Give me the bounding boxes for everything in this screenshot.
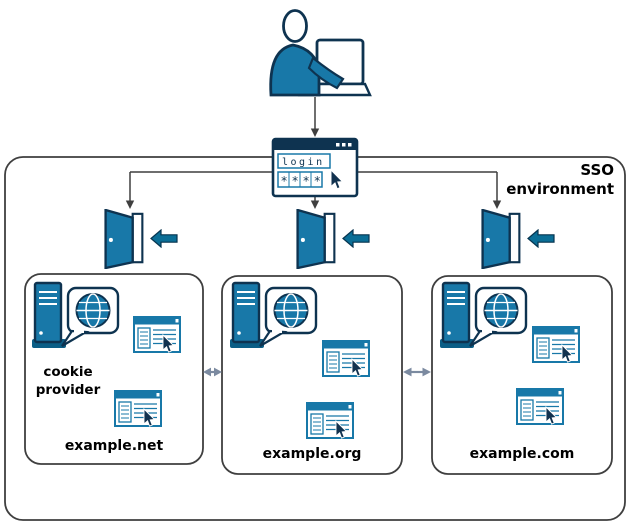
window-button-icon	[342, 143, 346, 147]
browser-window-icon	[133, 316, 181, 354]
login-field[interactable]	[277, 153, 331, 169]
arrowhead-to-login	[310, 128, 320, 137]
link-arrows	[203, 367, 431, 377]
login-field-text: login	[282, 157, 325, 168]
link-arrow-icon	[403, 367, 412, 377]
label-example-com: example.com	[469, 446, 575, 462]
window-button-icon	[336, 143, 340, 147]
window-button-icon	[348, 143, 352, 147]
arrowhead-to-door-org	[310, 200, 320, 209]
sso-environment-label-line2: environment	[506, 179, 614, 198]
link-arrow-icon	[422, 367, 431, 377]
browser-window-icon	[322, 340, 370, 378]
link-arrow-icon	[203, 367, 211, 377]
cursor-icon	[330, 168, 344, 190]
label-example-org: example.org	[262, 446, 362, 462]
browser-window-icon	[532, 326, 580, 364]
sso-environment-label: SSO environment	[506, 161, 614, 199]
label-example-net: example.net	[64, 438, 164, 454]
arrowhead-to-door-net	[125, 200, 135, 209]
link-arrow-icon	[214, 367, 222, 377]
arrowhead-to-door-com	[492, 200, 502, 209]
cookie-provider-label: cookie provider	[35, 364, 101, 398]
login-window-icon: login ****	[271, 137, 359, 198]
user-laptop-icon	[269, 9, 372, 97]
login-window-titlebar	[273, 139, 357, 150]
door-icon-example-net	[104, 209, 144, 269]
browser-window-icon	[114, 390, 162, 428]
door-icon-example-com	[481, 209, 521, 269]
user-head	[282, 9, 308, 43]
password-field-text: ****	[281, 174, 325, 188]
door-icon-example-org	[296, 209, 336, 269]
sso-environment-label-line1: SSO	[580, 161, 614, 179]
browser-window-icon	[516, 388, 564, 426]
browser-window-icon	[306, 402, 354, 440]
